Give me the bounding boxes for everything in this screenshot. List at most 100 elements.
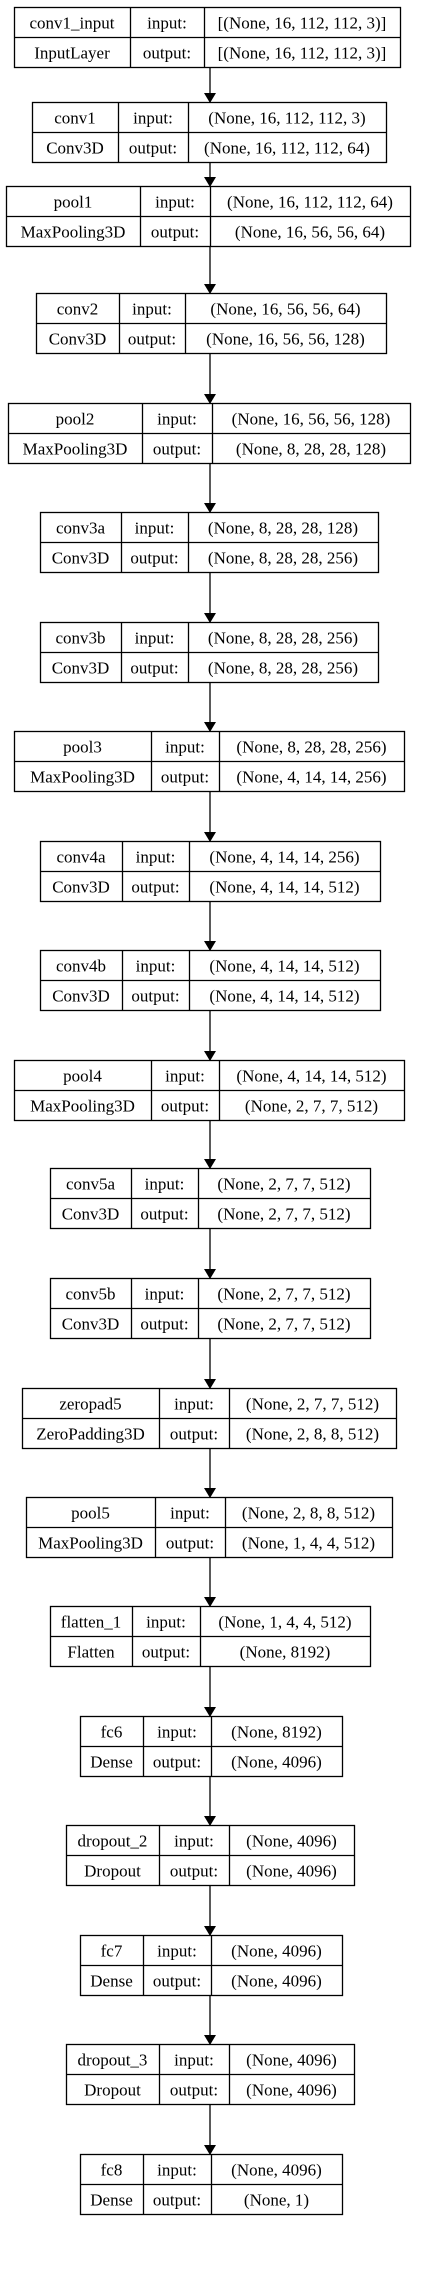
input-label: input: bbox=[174, 2051, 214, 2070]
layer-type: Conv3D bbox=[62, 1205, 120, 1224]
layer-name: conv3a bbox=[56, 519, 106, 538]
output-shape: (None, 4096) bbox=[246, 2081, 337, 2100]
layer-name: pool5 bbox=[71, 1504, 110, 1523]
input-label: input: bbox=[157, 410, 197, 429]
input-shape: (None, 4096) bbox=[231, 1942, 322, 1961]
input-shape: (None, 4096) bbox=[246, 1832, 337, 1851]
output-shape: (None, 1, 4, 4, 512) bbox=[242, 1534, 375, 1553]
input-shape: (None, 16, 112, 112, 64) bbox=[227, 193, 393, 212]
output-label: output: bbox=[142, 1643, 190, 1662]
input-label: input: bbox=[135, 629, 175, 648]
output-shape: (None, 8, 28, 28, 256) bbox=[208, 549, 358, 568]
input-label: input: bbox=[147, 14, 187, 33]
layer-type: Conv3D bbox=[52, 987, 110, 1006]
layer-type: Conv3D bbox=[52, 878, 110, 897]
input-shape: (None, 4, 14, 14, 512) bbox=[209, 957, 359, 976]
input-shape: (None, 4, 14, 14, 512) bbox=[236, 1067, 386, 1086]
output-shape: (None, 4096) bbox=[231, 1753, 322, 1772]
input-label: input: bbox=[170, 1504, 210, 1523]
layer-type: InputLayer bbox=[34, 44, 110, 63]
layer-name: fc8 bbox=[101, 2161, 123, 2180]
input-label: input: bbox=[133, 109, 173, 128]
input-shape: [(None, 16, 112, 112, 3)] bbox=[218, 14, 387, 33]
output-shape: (None, 8, 28, 28, 256) bbox=[208, 659, 358, 678]
output-shape: (None, 1) bbox=[244, 2191, 309, 2210]
output-shape: (None, 4096) bbox=[231, 1972, 322, 1991]
output-label: output: bbox=[153, 440, 201, 459]
input-label: input: bbox=[165, 1067, 205, 1086]
input-shape: (None, 2, 7, 7, 512) bbox=[246, 1395, 379, 1414]
output-label: output: bbox=[129, 139, 177, 158]
output-label: output: bbox=[140, 1205, 188, 1224]
layer-type: MaxPooling3D bbox=[23, 440, 128, 459]
layer-name: fc6 bbox=[101, 1723, 123, 1742]
layer-name: conv5a bbox=[66, 1175, 116, 1194]
input-label: input: bbox=[135, 519, 175, 538]
input-label: input: bbox=[165, 738, 205, 757]
output-label: output: bbox=[161, 1097, 209, 1116]
output-shape: (None, 16, 56, 56, 64) bbox=[235, 223, 385, 242]
output-label: output: bbox=[143, 44, 191, 63]
input-shape: (None, 16, 56, 56, 128) bbox=[232, 410, 391, 429]
layer-name: dropout_3 bbox=[78, 2051, 148, 2070]
layer-type: Dense bbox=[90, 2191, 132, 2210]
input-label: input: bbox=[132, 300, 172, 319]
input-label: input: bbox=[146, 1613, 186, 1632]
layer-name: flatten_1 bbox=[61, 1613, 121, 1632]
input-label: input: bbox=[145, 1175, 185, 1194]
output-shape: (None, 8192) bbox=[240, 1643, 331, 1662]
layer-type: Dense bbox=[90, 1972, 132, 1991]
input-label: input: bbox=[174, 1832, 214, 1851]
layer-type: MaxPooling3D bbox=[21, 223, 126, 242]
layer-type: Flatten bbox=[67, 1643, 115, 1662]
layer-type: Dropout bbox=[84, 1862, 141, 1881]
layer-type: Conv3D bbox=[46, 139, 104, 158]
layer-name: conv1 bbox=[54, 109, 96, 128]
input-shape: (None, 4, 14, 14, 256) bbox=[209, 848, 359, 867]
input-shape: (None, 2, 7, 7, 512) bbox=[217, 1175, 350, 1194]
input-shape: (None, 8192) bbox=[231, 1723, 322, 1742]
input-shape: (None, 16, 112, 112, 3) bbox=[208, 109, 365, 128]
output-shape: (None, 2, 7, 7, 512) bbox=[217, 1315, 350, 1334]
output-label: output: bbox=[131, 987, 179, 1006]
output-shape: (None, 2, 7, 7, 512) bbox=[245, 1097, 378, 1116]
output-label: output: bbox=[166, 1534, 214, 1553]
nodes: conv1_inputInputLayerinput:output:[(None… bbox=[5, 6, 412, 2216]
layer-name: conv5b bbox=[65, 1285, 115, 1304]
layer-name: pool3 bbox=[63, 738, 102, 757]
input-shape: (None, 4096) bbox=[246, 2051, 337, 2070]
output-shape: (None, 4, 14, 14, 512) bbox=[209, 987, 359, 1006]
layer-type: MaxPooling3D bbox=[30, 768, 135, 787]
output-shape: (None, 2, 7, 7, 512) bbox=[217, 1205, 350, 1224]
layer-name: pool4 bbox=[63, 1067, 102, 1086]
output-label: output: bbox=[140, 1315, 188, 1334]
layer-type: Conv3D bbox=[52, 549, 110, 568]
layer-type: Conv3D bbox=[49, 330, 107, 349]
input-shape: (None, 4096) bbox=[231, 2161, 322, 2180]
input-shape: (None, 16, 56, 56, 64) bbox=[210, 300, 360, 319]
input-label: input: bbox=[157, 2161, 197, 2180]
input-label: input: bbox=[157, 1942, 197, 1961]
output-label: output: bbox=[151, 223, 199, 242]
layer-type: MaxPooling3D bbox=[38, 1534, 143, 1553]
input-shape: (None, 8, 28, 28, 256) bbox=[208, 629, 358, 648]
layer-type: Conv3D bbox=[52, 659, 110, 678]
input-shape: (None, 2, 7, 7, 512) bbox=[217, 1285, 350, 1304]
input-label: input: bbox=[136, 957, 176, 976]
output-shape: (None, 16, 56, 56, 128) bbox=[206, 330, 365, 349]
layer-node-conv1_input: conv1_inputInputLayerinput:output:[(None… bbox=[13, 6, 402, 69]
output-label: output: bbox=[170, 1862, 218, 1881]
output-shape: (None, 8, 28, 28, 128) bbox=[236, 440, 386, 459]
layer-name: zeropad5 bbox=[59, 1395, 121, 1414]
layer-name: conv3b bbox=[55, 629, 105, 648]
